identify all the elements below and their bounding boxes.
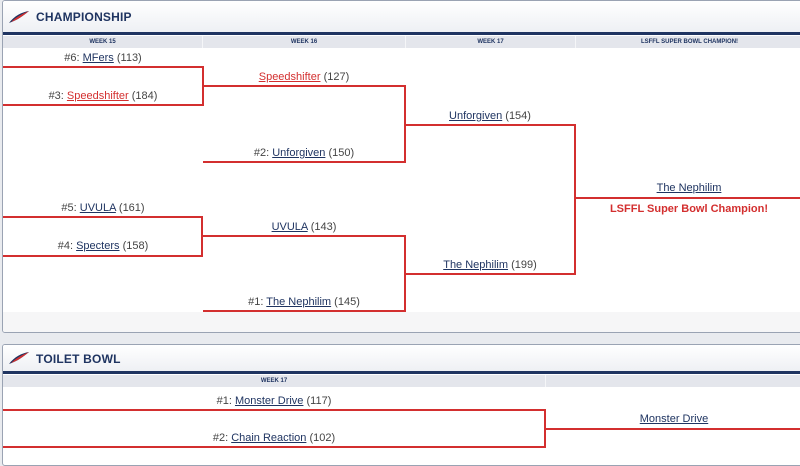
team-link[interactable]: Monster Drive xyxy=(234,395,304,407)
champion-caption: LSFFL Super Bowl Champion! xyxy=(609,203,769,215)
bracket-line xyxy=(3,446,545,448)
winner-slot: Monster Drive xyxy=(545,413,800,425)
team-link[interactable]: Unforgiven xyxy=(449,110,503,122)
column-header-week17: WEEK 17 xyxy=(406,36,576,48)
matchup-slot: #2: Unforgiven (150) xyxy=(253,147,355,159)
matchup-slot: #6: MFers (113) xyxy=(64,52,142,64)
bracket-line xyxy=(3,66,203,68)
team-link[interactable]: UVULA xyxy=(79,202,116,214)
toilet-bowl-title: TOILET BOWL xyxy=(36,352,121,366)
bracket-line xyxy=(3,255,203,257)
toilet-bowl-panel: TOILET BOWL WEEK 17 #1: Monster Drive (1… xyxy=(2,344,800,466)
team-link[interactable]: Speedshifter xyxy=(66,90,129,102)
championship-title: CHAMPIONSHIP xyxy=(36,10,132,24)
bracket-line xyxy=(203,310,405,312)
matchup-slot: #4: Specters (158) xyxy=(57,240,149,252)
column-header-winner xyxy=(546,375,800,387)
feather-logo-icon xyxy=(9,352,29,364)
bracket-line xyxy=(3,104,203,106)
matchup-slot: Speedshifter (127) xyxy=(258,71,350,83)
bracket-line xyxy=(575,197,800,199)
bracket-line xyxy=(545,428,800,430)
team-link[interactable]: Chain Reaction xyxy=(231,432,307,444)
matchup-slot: #5: UVULA (161) xyxy=(61,202,145,214)
bracket-connector xyxy=(574,124,576,275)
bracket-connector xyxy=(201,216,203,257)
toilet-bowl-header: TOILET BOWL xyxy=(3,345,800,374)
matchup-slot: #2: Chain Reaction (102) xyxy=(212,432,336,444)
column-header-week16: WEEK 16 xyxy=(203,36,406,48)
column-header-week17: WEEK 17 xyxy=(3,375,546,387)
team-link[interactable]: Unforgiven xyxy=(272,147,326,159)
column-header-week15: WEEK 15 xyxy=(3,36,203,48)
bracket-line xyxy=(3,216,203,218)
team-link[interactable]: UVULA xyxy=(271,221,308,233)
champion-team-link[interactable]: The Nephilim xyxy=(656,182,722,194)
bracket-line xyxy=(3,409,545,411)
winner-team-link[interactable]: Monster Drive xyxy=(639,413,709,425)
matchup-slot: #1: The Nephilim (145) xyxy=(248,296,360,308)
matchup-slot: UVULA (143) xyxy=(271,221,337,233)
column-header-champion: LSFFL SUPER BOWL CHAMPION! xyxy=(576,36,800,48)
team-link[interactable]: MFers xyxy=(82,52,114,64)
team-link[interactable]: Speedshifter xyxy=(258,71,321,83)
bracket-line xyxy=(405,124,575,126)
feather-logo-icon xyxy=(9,11,29,23)
matchup-slot: The Nephilim (199) xyxy=(443,259,537,271)
bracket-line xyxy=(203,85,405,87)
championship-header: CHAMPIONSHIP xyxy=(3,1,800,35)
bracket-line xyxy=(203,161,405,163)
matchup-slot: #3: Speedshifter (184) xyxy=(48,90,158,102)
panel-footer xyxy=(3,312,800,332)
matchup-slot: #1: Monster Drive (117) xyxy=(216,395,332,407)
bracket-connector xyxy=(404,235,406,312)
bracket-line xyxy=(405,273,575,275)
team-link[interactable]: Specters xyxy=(76,240,120,252)
championship-panel: CHAMPIONSHIP WEEK 15 WEEK 16 WEEK 17 LSF… xyxy=(2,0,800,333)
matchup-slot: Unforgiven (154) xyxy=(449,110,531,122)
team-link[interactable]: The Nephilim xyxy=(266,296,332,308)
team-link[interactable]: The Nephilim xyxy=(443,259,509,271)
champion-slot: The Nephilim xyxy=(575,182,800,194)
bracket-line xyxy=(203,235,405,237)
